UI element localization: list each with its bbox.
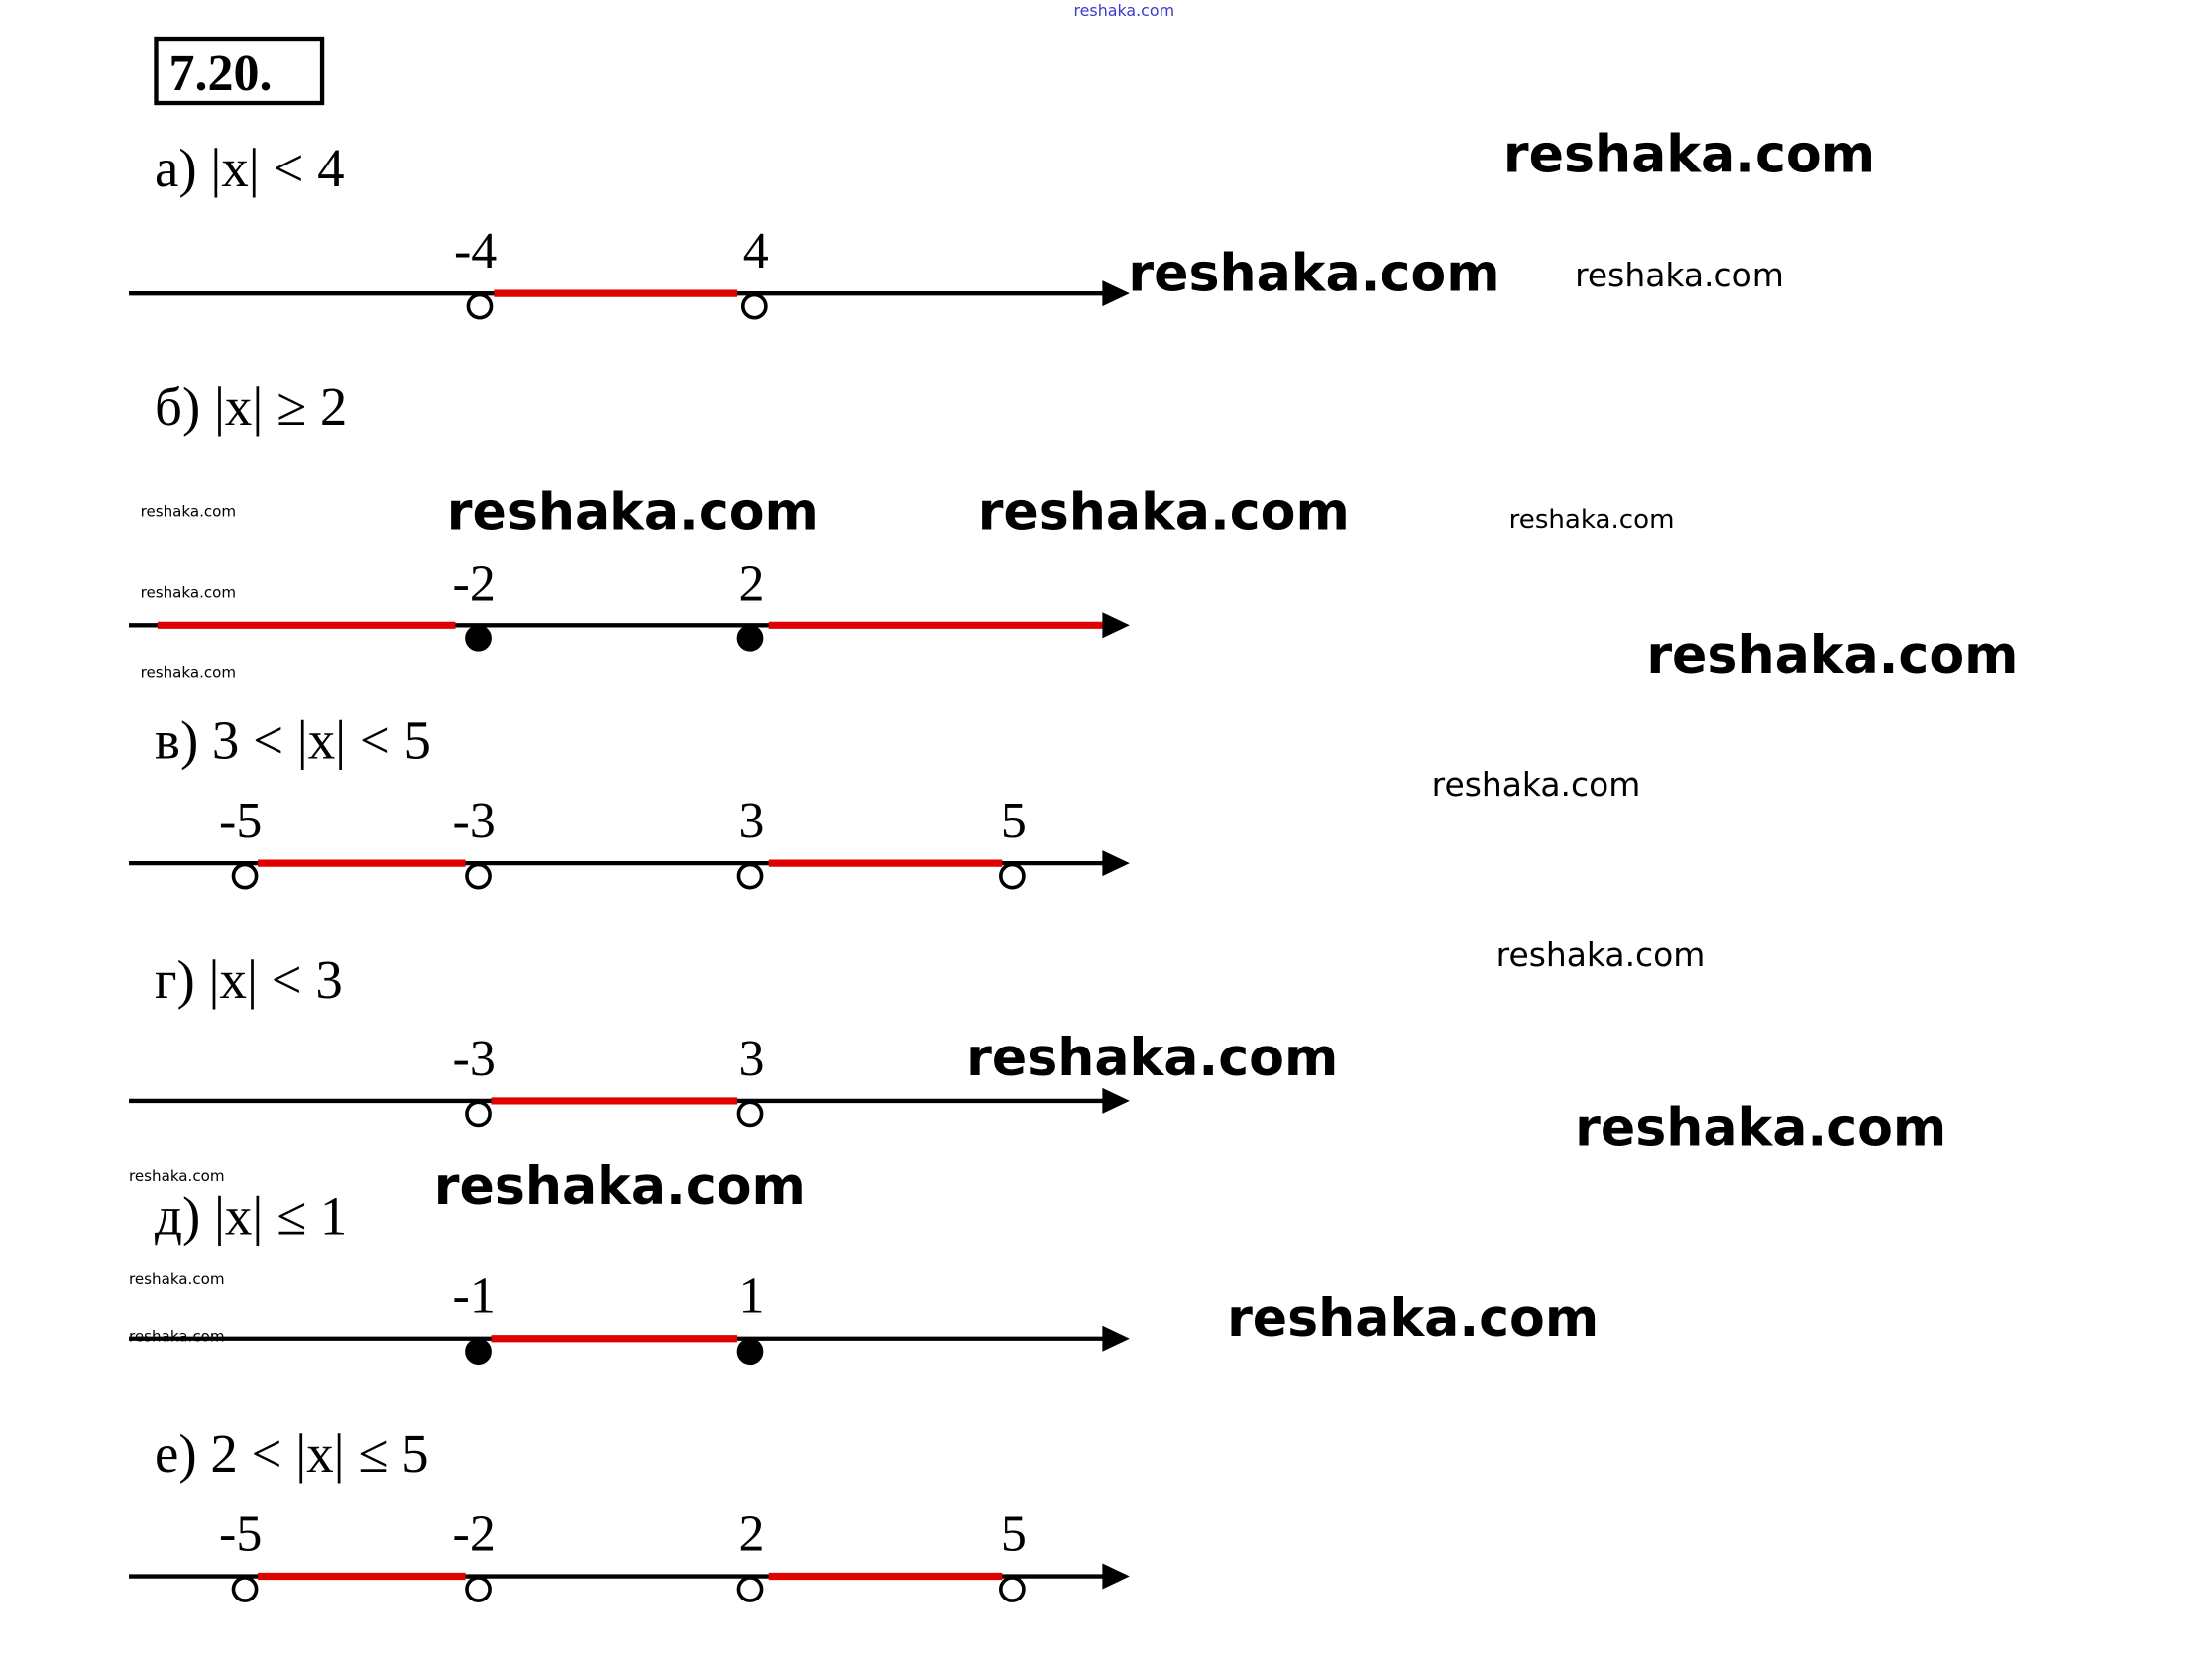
open-point <box>465 1100 492 1128</box>
top-watermark: reshaka.com <box>1073 1 1174 20</box>
arrow-icon <box>1102 850 1130 877</box>
tick-label: 2 <box>738 555 764 611</box>
tick-label: 5 <box>1001 1506 1027 1563</box>
tick-label: -2 <box>453 1506 496 1563</box>
tick-label: -5 <box>219 793 262 849</box>
watermark: reshaka.com <box>1496 936 1706 974</box>
open-point <box>231 862 259 890</box>
open-point <box>999 862 1026 890</box>
problem-6: е) 2 < |x| ≤ 5 -5 -2 2 5 <box>129 1423 1130 1602</box>
problem-4: г) |x| < 3 -3 3 <box>129 949 1130 1128</box>
tick-label: -3 <box>453 793 496 849</box>
watermark: reshaka.com <box>447 484 819 543</box>
watermark: reshaka.com <box>1575 1099 1946 1158</box>
open-point <box>999 1576 1026 1602</box>
arrow-icon <box>1102 1087 1130 1114</box>
tick-label: 2 <box>738 1506 764 1563</box>
problem-label: е) 2 < |x| ≤ 5 <box>155 1423 429 1484</box>
tick-label: 3 <box>738 1031 764 1087</box>
open-point <box>465 1576 492 1602</box>
open-point <box>466 292 494 320</box>
tick-label: -3 <box>453 1031 496 1087</box>
watermark: reshaka.com <box>1646 626 2018 686</box>
watermark: reshaka.com <box>978 484 1350 543</box>
watermark: reshaka.com <box>129 1167 225 1185</box>
watermark: reshaka.com <box>141 663 237 681</box>
problem-label: в) 3 < |x| < 5 <box>155 711 431 771</box>
problem-2: б) |x| ≥ 2 -2 2 <box>129 377 1130 652</box>
watermark: reshaka.com <box>129 1270 225 1288</box>
closed-point <box>736 1338 764 1366</box>
open-point <box>740 292 768 320</box>
tick-label: 5 <box>1001 793 1027 849</box>
problem-label: г) |x| < 3 <box>155 949 343 1010</box>
arrow-icon <box>1102 1325 1130 1352</box>
watermark: reshaka.com <box>1227 1289 1599 1349</box>
tick-label: 4 <box>743 223 769 279</box>
watermark: reshaka.com <box>141 583 237 601</box>
arrow-icon <box>1102 1563 1130 1590</box>
arrow-icon <box>1102 280 1130 307</box>
watermark: reshaka.com <box>1128 244 1499 303</box>
open-point <box>736 862 764 890</box>
closed-point <box>465 1338 492 1366</box>
problem-label: д) |x| ≤ 1 <box>155 1185 347 1246</box>
watermark: reshaka.com <box>1432 765 1641 804</box>
tick-label: -1 <box>453 1269 496 1325</box>
problem-label: а) |x| < 4 <box>155 138 345 198</box>
open-point <box>736 1576 764 1602</box>
watermark: reshaka.com <box>966 1029 1338 1088</box>
problem-3: в) 3 < |x| < 5 -5 -3 3 5 <box>129 711 1130 890</box>
tick-label: -4 <box>454 223 497 279</box>
tick-label: 3 <box>738 793 764 849</box>
closed-point <box>465 624 492 652</box>
tick-label: 1 <box>738 1269 764 1325</box>
watermark: reshaka.com <box>1509 505 1675 535</box>
watermark: reshaka.com <box>141 503 237 521</box>
open-point <box>465 862 492 890</box>
problem-5: д) |x| ≤ 1 -1 1 <box>129 1185 1130 1366</box>
watermark: reshaka.com <box>1575 256 1784 294</box>
problem-label: б) |x| ≥ 2 <box>155 377 347 437</box>
problem-1: а) |x| < 4 -4 4 <box>129 138 1130 320</box>
open-point <box>736 1100 764 1128</box>
open-point <box>231 1576 259 1602</box>
watermark: reshaka.com <box>129 1328 225 1346</box>
arrow-icon <box>1102 612 1130 639</box>
watermark: reshaka.com <box>1503 125 1875 184</box>
closed-point <box>736 624 764 652</box>
tick-label: -5 <box>219 1506 262 1563</box>
tick-label: -2 <box>453 555 496 611</box>
watermark: reshaka.com <box>434 1158 806 1217</box>
problem-number: 7.20. <box>168 46 272 102</box>
problem-number-box: 7.20. <box>154 36 325 106</box>
